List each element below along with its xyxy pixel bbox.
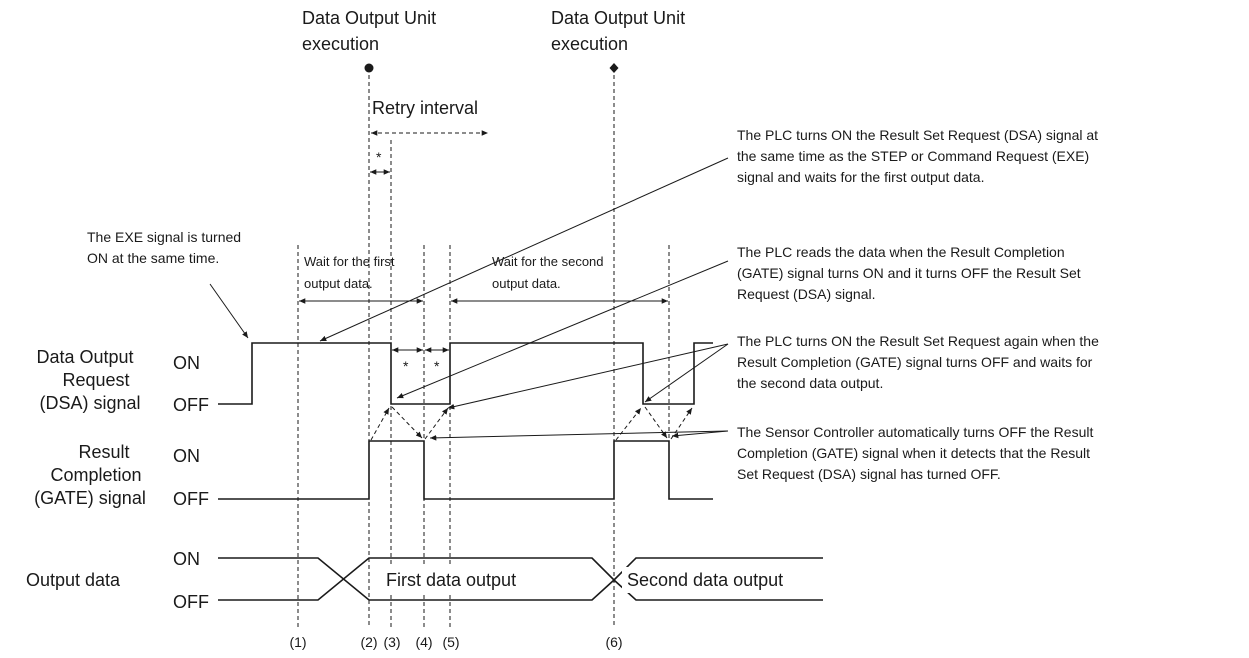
gate-on-label: ON	[173, 446, 200, 466]
causal-arrow-b	[391, 406, 423, 439]
note-1-leader	[319, 157, 729, 342]
output-on-label: ON	[173, 549, 200, 569]
note-4-leader-b	[671, 430, 729, 439]
execution-1-circle-marker	[364, 63, 374, 73]
dsa-label-line2: Request	[62, 370, 129, 390]
wait-first-range: Wait for the first output data.	[299, 254, 423, 304]
exe-note-arrow	[209, 283, 249, 339]
note-2-line3: Request (DSA) signal.	[737, 286, 876, 302]
note-4-line3: Set Request (DSA) signal has turned OFF.	[737, 466, 1001, 482]
note-3-line3: the second data output.	[737, 375, 883, 391]
note-2: The PLC reads the data when the Result C…	[396, 244, 1081, 399]
exe-note: The EXE signal is turned ON at the same …	[87, 229, 249, 339]
execution-header-1: Data Output Unit execution	[302, 8, 436, 73]
output-label-bg-2	[622, 567, 822, 593]
dsa-label-line1: Data Output	[36, 347, 133, 367]
marker-5: (5)	[442, 634, 459, 650]
note-4-line2: Completion (GATE) signal when it detects…	[737, 445, 1090, 461]
marker-6: (6)	[605, 634, 622, 650]
retry-interval-label: Retry interval	[372, 98, 478, 118]
wait-second-line1: Wait for the second	[492, 254, 604, 269]
marker-3: (3)	[383, 634, 400, 650]
execution-2-diamond-marker	[609, 63, 619, 73]
marker-4: (4)	[415, 634, 432, 650]
note-3: The PLC turns ON the Result Set Request …	[447, 333, 1099, 410]
retry-interval: Retry interval *	[370, 98, 488, 175]
output-waveform-lower	[218, 557, 823, 601]
note-1-line2: the same time as the STEP or Command Req…	[737, 148, 1089, 164]
wait-first-line2: output data.	[304, 276, 373, 291]
note-2-line2: (GATE) signal turns ON and it turns OFF …	[737, 265, 1081, 281]
note-2-line1: The PLC reads the data when the Result C…	[737, 244, 1065, 260]
output-label: Output data	[26, 570, 121, 590]
exe-note-line2: ON at the same time.	[87, 250, 219, 266]
marker-1: (1)	[289, 634, 306, 650]
marker-2: (2)	[360, 634, 377, 650]
note-3-line1: The PLC turns ON the Result Set Request …	[737, 333, 1099, 349]
exe-note-line1: The EXE signal is turned	[87, 229, 241, 245]
causal-arrows	[370, 406, 693, 441]
note-1-line3: signal and waits for the first output da…	[737, 169, 984, 185]
output-off-label: OFF	[173, 592, 209, 612]
dsa-label-line3: (DSA) signal	[39, 393, 140, 413]
dsa-off-label: OFF	[173, 395, 209, 415]
signal-labels: Data Output Request (DSA) signal Result …	[26, 347, 146, 590]
output-waveform-upper	[218, 557, 823, 601]
note-3-leader-b	[644, 343, 729, 403]
note-4-leader-a	[429, 430, 729, 441]
wait-second-line2: output data.	[492, 276, 561, 291]
causal-arrow-f	[670, 407, 693, 440]
output-label-bg-1	[370, 567, 590, 593]
gate-label-line2: Completion	[50, 465, 141, 485]
dsa-asterisk-2: *	[434, 358, 440, 374]
note-4-line1: The Sensor Controller automatically turn…	[737, 424, 1093, 440]
wait-second-range: Wait for the second output data.	[451, 254, 668, 304]
level-labels: ON OFF ON OFF ON OFF	[173, 353, 209, 612]
execution-2-line2: execution	[551, 34, 628, 54]
wait-first-line1: Wait for the first	[304, 254, 395, 269]
gate-label-line1: Result	[78, 442, 129, 462]
retry-asterisk: *	[376, 149, 382, 165]
gate-label-line3: (GATE) signal	[34, 488, 146, 508]
causal-arrow-d	[615, 407, 642, 441]
gate-off-label: OFF	[173, 489, 209, 509]
causal-arrow-c	[424, 407, 449, 440]
second-data-output-label: Second data output	[627, 570, 783, 590]
first-data-output-label: First data output	[386, 570, 516, 590]
execution-1-line1: Data Output Unit	[302, 8, 436, 28]
note-4: The Sensor Controller automatically turn…	[429, 424, 1093, 482]
timing-lines	[297, 75, 670, 628]
note-3-line2: Result Completion (GATE) signal turns OF…	[737, 354, 1093, 370]
execution-2-line1: Data Output Unit	[551, 8, 685, 28]
execution-1-line2: execution	[302, 34, 379, 54]
note-1-line1: The PLC turns ON the Result Set Request …	[737, 127, 1098, 143]
causal-arrow-a	[370, 407, 390, 441]
dsa-on-label: ON	[173, 353, 200, 373]
timing-markers: (1) (2) (3) (4) (5) (6)	[289, 634, 622, 650]
gate-waveform	[218, 440, 713, 500]
note-2-leader	[396, 260, 729, 399]
dsa-asterisk-1: *	[403, 358, 409, 374]
dsa-waveform	[218, 342, 713, 405]
execution-header-2: Data Output Unit execution	[551, 8, 685, 73]
note-1: The PLC turns ON the Result Set Request …	[319, 127, 1098, 342]
note-3-leader-a	[447, 343, 729, 410]
